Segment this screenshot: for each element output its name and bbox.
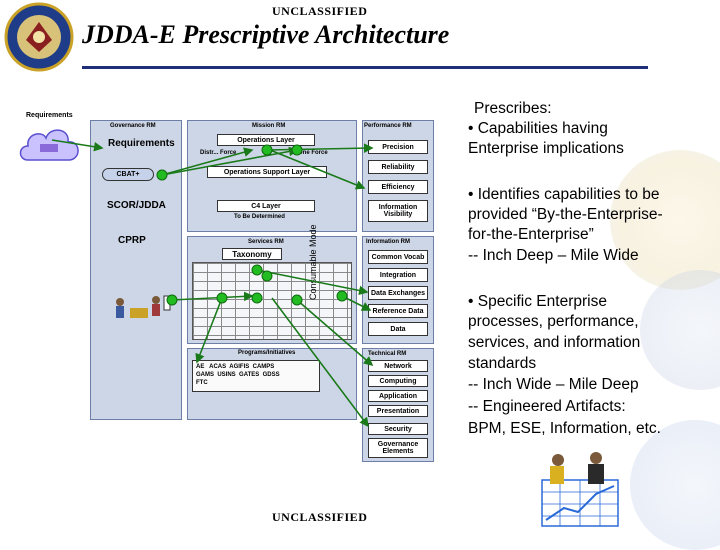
- bullet-3-line-2: processes, performance,: [468, 313, 639, 330]
- bullet-2-line-3: for-the-Enterprise”: [468, 226, 594, 243]
- page-title: JDDA-E Prescriptive Architecture: [82, 20, 450, 49]
- reference-data-box: Reference Data: [368, 304, 428, 318]
- title-rule: [82, 66, 648, 69]
- program-agifis: AGIFIS: [229, 364, 250, 370]
- bullet-2-line-2: provided “By-the-Enterprise-: [468, 206, 663, 223]
- program-gdss: GDSS: [262, 372, 280, 378]
- integration-box: Integration: [368, 268, 428, 282]
- bullet-3-line-6: -- Engineered Artifacts:: [468, 398, 626, 415]
- program-usins: USINS: [217, 372, 236, 378]
- bullet-3-line-4: standards: [468, 355, 537, 372]
- programs-header: Programs/Initiatives: [238, 350, 296, 356]
- info-visibility-box: Information Visibility: [368, 200, 428, 222]
- bullet-2-line-4: -- Inch Deep – Mile Wide: [468, 247, 639, 264]
- watermark-seal-icon: [610, 150, 720, 290]
- bullet-3-line-5: -- Inch Wide – Mile Deep: [468, 376, 639, 393]
- precision-box: Precision: [368, 140, 428, 154]
- mission-rm-header: Mission RM: [252, 123, 286, 129]
- reliability-box: Reliability: [368, 160, 428, 174]
- taxonomy-box: Taxonomy: [222, 248, 282, 260]
- to-be-determined: To Be Determined: [234, 214, 285, 220]
- bullet-3-line-1: • Specific Enterprise: [468, 293, 607, 310]
- cbat-box: CBAT+: [102, 168, 154, 181]
- one-force-label: One Force: [298, 150, 328, 156]
- bullet-2-line-1: • Identifies capabilities to be: [468, 186, 660, 203]
- classification-bottom: UNCLASSIFIED: [272, 510, 368, 524]
- program-acas: ACAS: [209, 364, 227, 370]
- program-gams: GAMS: [196, 372, 214, 378]
- program-gates: GATES: [239, 372, 260, 378]
- information-rm-header: Information RM: [366, 239, 410, 245]
- connector-overlay: [51, 139, 374, 428]
- data-box: Data: [368, 322, 428, 336]
- bullet-3-line-7: BPM, ESE, Information, etc.: [468, 420, 661, 437]
- programs-list: AE ACAS AGIFIS CAMPS GAMS USINS GATES GD…: [192, 360, 320, 392]
- requirements-cloud-icon: [16, 122, 84, 172]
- cprp-box: CPRP: [118, 235, 146, 246]
- bullet-1-line-2: Enterprise implications: [468, 140, 624, 157]
- bullet-3-line-3: services, and information: [468, 334, 641, 351]
- program-ae: AE: [196, 364, 205, 370]
- technical-rm-header: Technical RM: [368, 351, 407, 357]
- requirements-box: Requirements: [108, 138, 175, 149]
- dist-force-label: Distr... Force: [200, 150, 237, 156]
- c4-layer: C4 Layer: [217, 200, 315, 212]
- prescribes-label: Prescribes:: [474, 100, 552, 117]
- requirements-label: Requirements: [26, 112, 73, 119]
- computing-box: Computing: [368, 375, 428, 387]
- security-box: Security: [368, 423, 428, 435]
- efficiency-box: Efficiency: [368, 180, 428, 194]
- scor-jdda-box: SCOR/JDDA: [107, 200, 166, 211]
- governance-elements-box: Governance Elements: [368, 438, 428, 458]
- program-camps: CAMPS: [252, 364, 275, 370]
- people-icon: [110, 292, 172, 332]
- presentation-box: Presentation: [368, 405, 428, 417]
- application-box: Application: [368, 390, 428, 402]
- watermark-seal-icon: [630, 420, 720, 550]
- watermark-seal-icon: [640, 270, 720, 390]
- bullet-1-line-1: • Capabilities having: [468, 120, 608, 137]
- chart-people-icon: [540, 450, 620, 530]
- performance-rm-header: Performance RM: [364, 123, 412, 129]
- program-ftc: FTC: [196, 380, 208, 386]
- common-vocab-box: Common Vocab: [368, 250, 428, 264]
- governance-rm-header: Governance RM: [110, 123, 156, 129]
- services-rm-header: Services RM: [248, 239, 284, 245]
- usmc-seal-icon: [4, 2, 74, 72]
- architecture-diagram: Requirements Governance RM Requirements …: [12, 100, 458, 466]
- classification-top: UNCLASSIFIED: [272, 4, 368, 18]
